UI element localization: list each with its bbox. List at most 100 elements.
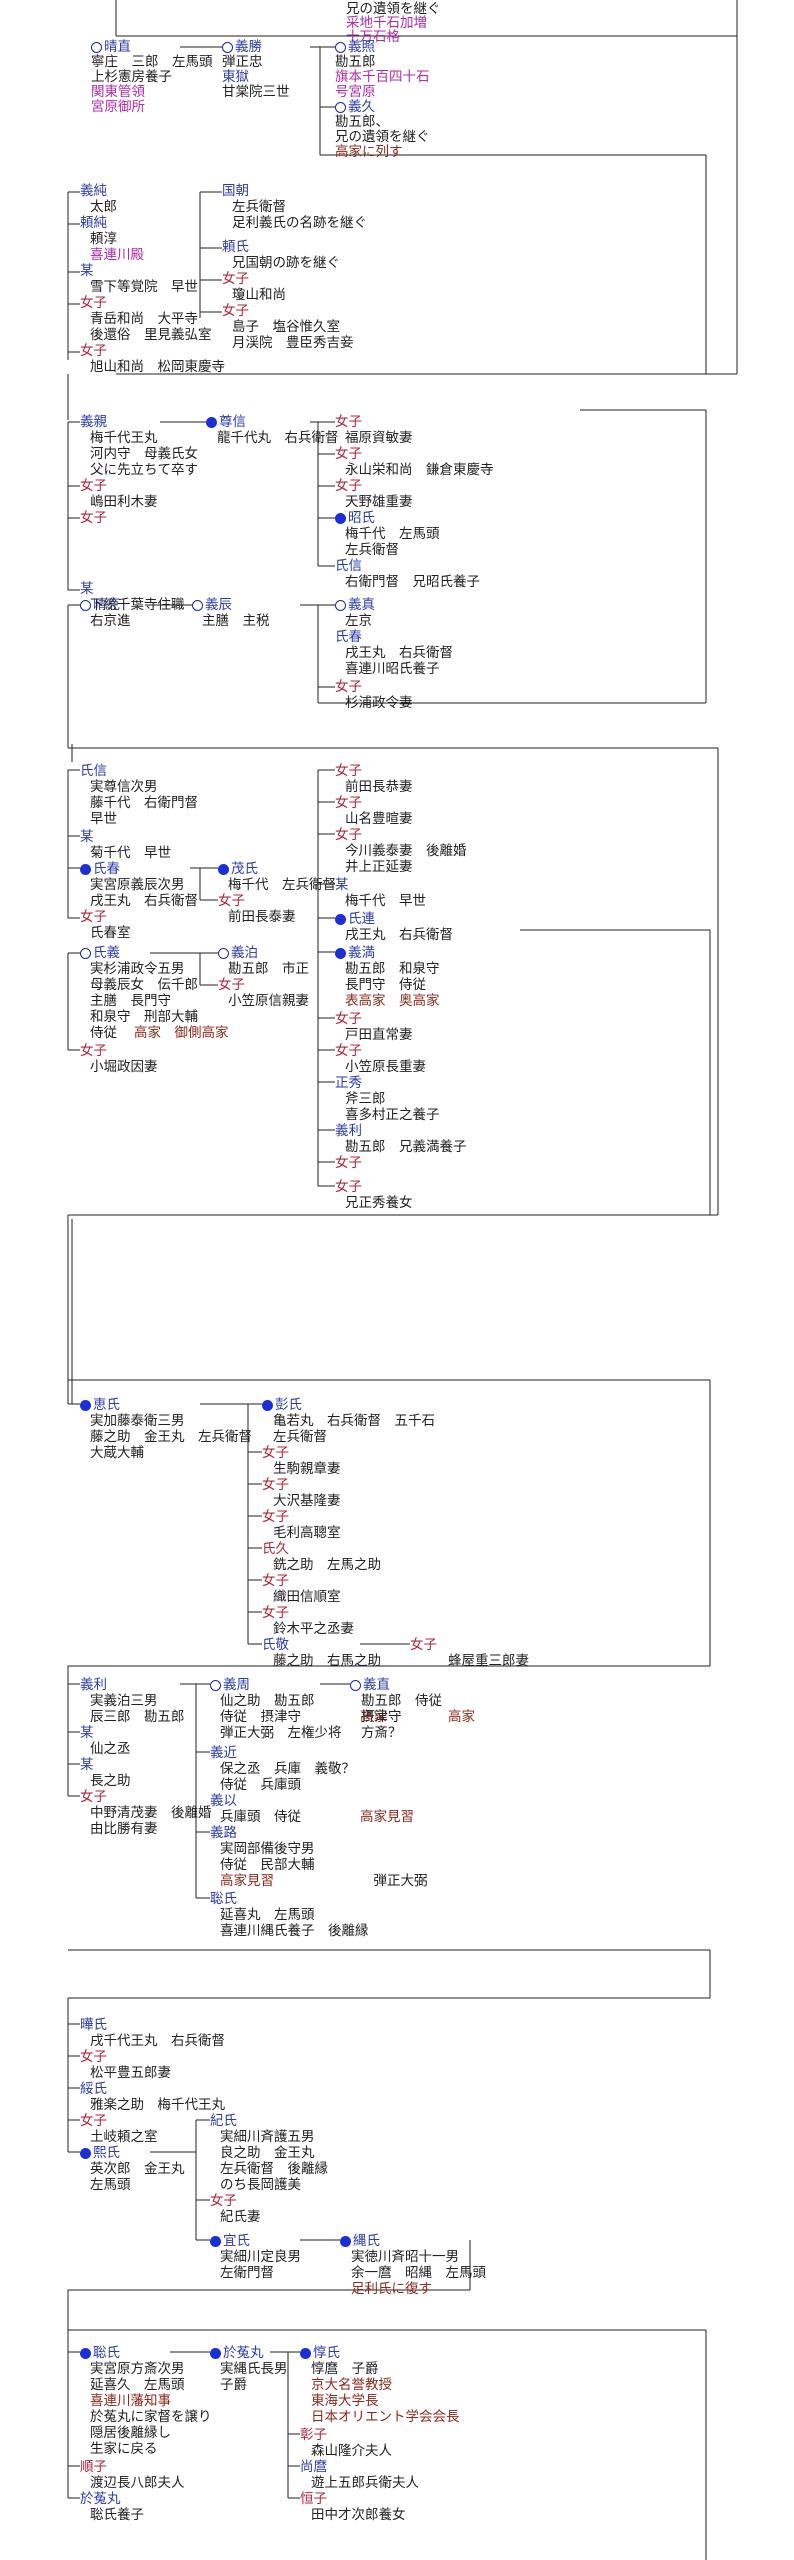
male-name: 義真 [348,597,375,613]
note-text: 大蔵大輔 [90,1445,144,1461]
note-text: 前田長泰妻 [228,909,296,925]
male-name: 某 [80,263,94,279]
note-text: 実尊信次男 [90,779,158,795]
note-text: 勘五郎 兄義満養子 [345,1139,467,1155]
person-marker-icon [80,600,91,611]
person-marker-icon [350,1680,361,1691]
office-note: 高家見習 [220,1873,274,1889]
female-name: 女子 [80,2049,107,2065]
note-text: 小笠原信親妻 [228,993,309,1009]
male-name: 義純 [80,183,107,199]
note-text: 蜂屋重三郎妻 [448,1653,529,1669]
person-marker-icon [335,102,346,113]
note-text: 織田信順室 [273,1589,341,1605]
note-text: 福原資敏妻 [345,430,413,446]
female-name: 女子 [80,343,107,359]
note-text: 菊千代 早世 [90,845,171,861]
note-text: 兄国朝の跡を継ぐ [232,255,340,271]
heir-marker-icon [335,914,346,925]
female-name: 女子 [210,2193,237,2209]
female-name: 女子 [262,1477,289,1493]
office-note: 高家 [448,1709,475,1725]
heir-marker-icon [335,948,346,959]
female-name: 女子 [80,478,107,494]
note-text: 太郎 [90,199,117,215]
person-marker-icon [91,42,102,53]
male-name: 義勝 [235,39,262,55]
note-text: 銑之助 左馬之助 [273,1557,381,1573]
person-marker-icon [80,948,91,959]
male-name: 氏敬 [262,1637,289,1653]
note-text: 渡辺長八郎夫人 [90,2475,185,2491]
note-text: 弾正大弼 [360,1873,428,1889]
note-text: 子爵 [220,2377,247,2393]
female-name: 女子 [335,827,362,843]
note-text: 隠居後離縁し [90,2425,171,2441]
note-text: 主膳 長門守 [90,993,171,1009]
note-text: 侍従 摂津守 [220,1709,315,1725]
office-note: 東海大学長 [311,2393,379,2409]
male-name: 義路 [210,1825,237,1841]
note-text: 右京進 [90,613,131,629]
person-marker-icon [210,1680,221,1691]
female-name: 女子 [80,909,107,925]
heir-marker-icon [218,864,229,875]
note-text: 月渓院 豊臣秀吉妾 [232,335,354,351]
note-text: 森山隆介夫人 [311,2443,392,2459]
office-note: 足利氏に復す [351,2281,432,2297]
note-text: 惇麿 子爵 [311,2361,379,2377]
note-text: 山名豊暄妻 [345,811,413,827]
note-text: 梅千代 早世 [345,893,426,909]
note-text: 藤千代 右衛門督 [90,795,198,811]
male-name: 宜氏 [223,2233,250,2249]
note-text: 雪下等覚院 早世 [90,279,198,295]
note-text: 左兵衛督 [345,542,399,558]
male-name: 恵氏 [93,1397,120,1413]
note-text: 後還俗 里見義弘室 [90,327,212,343]
note-text: 斧三郎 [345,1091,386,1107]
title-note: 宮原御所 [91,99,145,115]
note-text: 弾正大弼 左権少将 [220,1725,342,1741]
heir-marker-icon [340,2236,351,2247]
note-text: 勘五郎 和泉守 [345,961,440,977]
female-name: 女子 [80,1043,107,1059]
male-name: 綏氏 [80,2081,107,2097]
note-text: 松平豊五郎妻 [90,2065,171,2081]
female-name: 女子 [335,1043,362,1059]
person-marker-icon [218,948,229,959]
male-name: 熙氏 [93,2145,120,2161]
female-name: 女子 [335,1179,362,1195]
male-name: 惇氏 [313,2345,340,2361]
heir-marker-icon [210,2236,221,2247]
male-name: 頼氏 [222,239,249,255]
note-text: 生家に戻る [90,2441,158,2457]
note-text: 弾正忠 [222,54,263,70]
note-text: 寧庄 三郎 左馬頭 [91,54,213,70]
male-name: 尊信 [219,414,246,430]
heir-marker-icon [206,417,217,428]
title-note: 采地千石加増 [346,15,427,31]
female-name: 女子 [262,1605,289,1621]
note-text: 侍従 兵庫頭 [220,1777,301,1793]
note-text: 生駒親章妻 [273,1461,341,1477]
male-name: 彭氏 [275,1397,302,1413]
note-text: 藤之助 右馬之助 [273,1653,381,1669]
note-text: 余一麿 昭縄 左馬頭 [351,2265,486,2281]
note-text: 実宮原方斎次男 [90,2361,185,2377]
male-name: 義利 [80,1677,107,1693]
female-name: 女子 [335,1011,362,1027]
title-note: 十万石格 [346,29,400,45]
note-text: 延喜久 左馬頭 [90,2377,185,2393]
note-text: 兄正秀養女 [345,1195,413,1211]
female-name: 女子 [335,414,362,430]
female-name: 女子 [335,763,362,779]
note-text: 小笠原長重妻 [345,1059,426,1075]
note-text: 戌王丸 右兵衛督 [345,927,453,943]
male-name: 氏義 [93,945,120,961]
note-text: 毛利高聰室 [273,1525,341,1541]
note-text: 良之助 金王丸 [220,2145,315,2161]
male-name: 於菟丸 [80,2491,121,2507]
female-name: 女子 [218,893,245,909]
note-text: 勘五郎、 [335,114,389,130]
note-text: 実杉浦政令五男 [90,961,185,977]
